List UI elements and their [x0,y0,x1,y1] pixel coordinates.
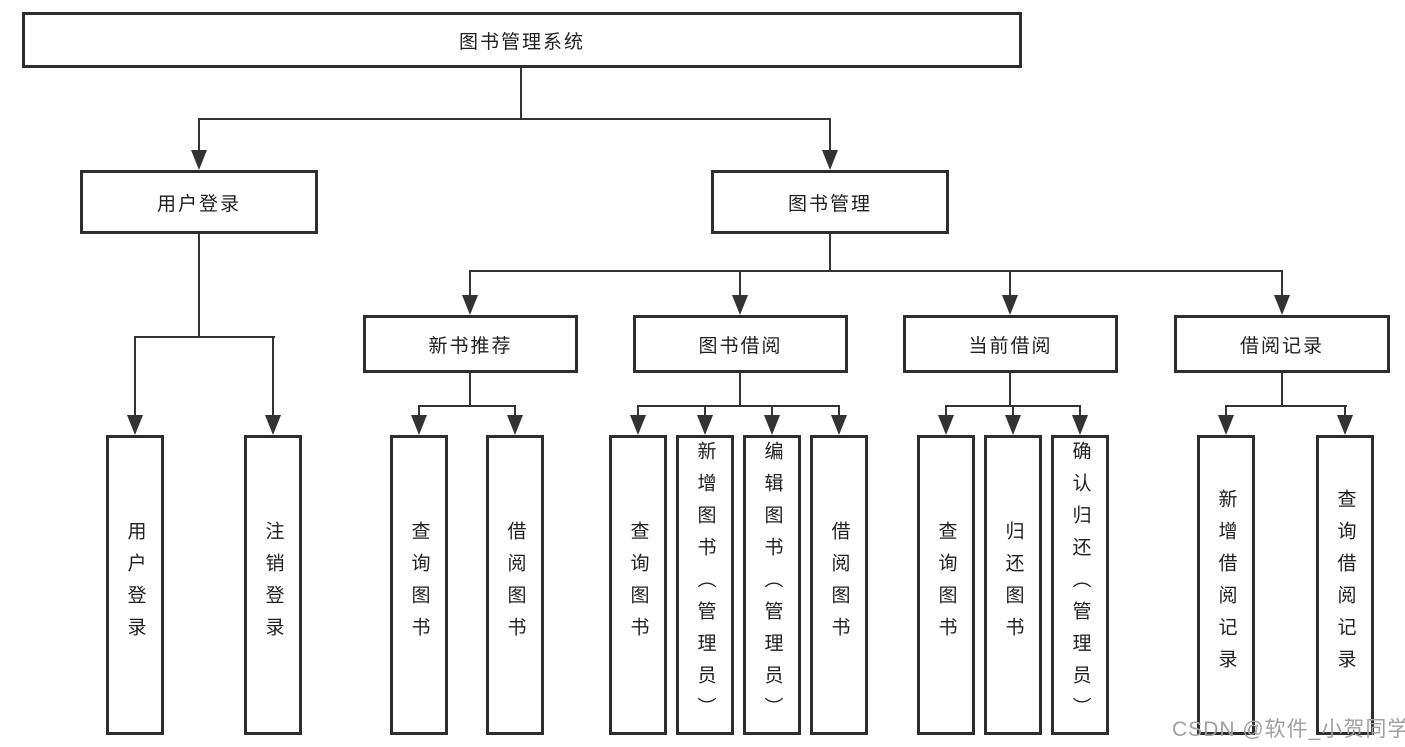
leaf-br-query-record: 查询借阅记录 [1316,435,1374,735]
connector-arrow-user-login [191,118,207,170]
connector-user-login-stem [198,234,200,337]
connector-current-borrow-stem [1009,373,1011,407]
connector-arrow-book-management [822,118,838,170]
connector-new-book-stem [469,373,471,407]
connector-book-management-stem [829,234,831,272]
leaf-newrec-query-books-label: 查询图书 [408,521,430,649]
connector-arrow-bb-add [697,405,713,435]
leaf-cb-confirm-return-label: 确认归还（管理员） [1069,441,1091,729]
connector-level3-hline [469,270,1283,272]
connector-user-login-hline [134,336,275,338]
connector-borrow-records-hline [1226,405,1347,407]
leaf-user-login: 用户登录 [106,435,164,735]
csdn-watermark: CSDN @软件_小贺同学 [1172,718,1405,741]
leaf-br-query-record-label: 查询借阅记录 [1334,489,1356,681]
leaf-cb-return-books-label: 归还图书 [1002,521,1024,649]
leaf-cb-query-books: 查询图书 [917,435,975,735]
connector-arrow-bb-borrow [831,405,847,435]
node-root-label: 图书管理系统 [458,31,585,53]
node-book-borrow-label: 图书借阅 [698,335,783,357]
leaf-user-login-label: 用户登录 [124,521,146,649]
leaf-bb-borrow-books-label: 借阅图书 [828,521,850,649]
leaf-bb-edit-books-label: 编辑图书（管理员） [761,441,783,729]
connector-arrow-newrec-borrow [507,405,523,435]
connector-arrow-leaf-user-login [127,336,143,435]
connector-arrow-cb-return [1005,405,1021,435]
connector-arrow-bb-edit [764,405,780,435]
connector-arrow-current-borrow [1002,270,1018,315]
leaf-logout: 注销登录 [244,435,302,735]
connector-arrow-cb-confirm [1072,405,1088,435]
node-new-book-recommend: 新书推荐 [363,315,578,373]
connector-arrow-new-book [462,270,478,315]
node-current-borrow-label: 当前借阅 [968,335,1053,357]
connector-level1-hline [198,118,831,120]
node-new-book-recommend-label: 新书推荐 [428,335,513,357]
node-borrow-records-label: 借阅记录 [1239,335,1324,357]
node-root: 图书管理系统 [22,12,1022,68]
connector-root-stem [520,68,522,119]
connector-arrow-leaf-logout [265,336,281,435]
connector-arrow-book-borrow [732,270,748,315]
node-book-management: 图书管理 [711,170,949,234]
node-borrow-records: 借阅记录 [1174,315,1390,373]
connector-arrow-bb-query [630,405,646,435]
leaf-br-add-record-label: 新增借阅记录 [1215,489,1237,681]
node-book-borrow: 图书借阅 [633,315,848,373]
leaf-cb-confirm-return: 确认归还（管理员） [1051,435,1109,735]
connector-new-book-hline [418,405,516,407]
leaf-newrec-borrow-books-label: 借阅图书 [504,521,526,649]
leaf-bb-borrow-books: 借阅图书 [810,435,868,735]
leaf-bb-add-books: 新增图书（管理员） [676,435,734,735]
connector-arrow-br-query [1337,405,1353,435]
leaf-cb-query-books-label: 查询图书 [935,521,957,649]
connector-arrow-borrow-records [1274,270,1290,315]
node-user-login-label: 用户登录 [156,193,241,215]
leaf-cb-return-books: 归还图书 [984,435,1042,735]
node-book-management-label: 图书管理 [787,193,872,215]
leaf-bb-query-books-label: 查询图书 [627,521,649,649]
connector-arrow-cb-query [938,405,954,435]
node-user-login: 用户登录 [80,170,318,234]
leaf-bb-query-books: 查询图书 [609,435,667,735]
connector-arrow-newrec-query [411,405,427,435]
leaf-bb-edit-books: 编辑图书（管理员） [743,435,801,735]
leaf-newrec-query-books: 查询图书 [390,435,448,735]
connector-book-borrow-hline [637,405,840,407]
leaf-newrec-borrow-books: 借阅图书 [486,435,544,735]
connector-book-borrow-stem [739,373,741,407]
connector-borrow-records-stem [1281,373,1283,407]
connector-arrow-br-add [1218,405,1234,435]
node-current-borrow: 当前借阅 [903,315,1118,373]
leaf-bb-add-books-label: 新增图书（管理员） [694,441,716,729]
leaf-logout-label: 注销登录 [262,521,284,649]
leaf-br-add-record: 新增借阅记录 [1197,435,1255,735]
